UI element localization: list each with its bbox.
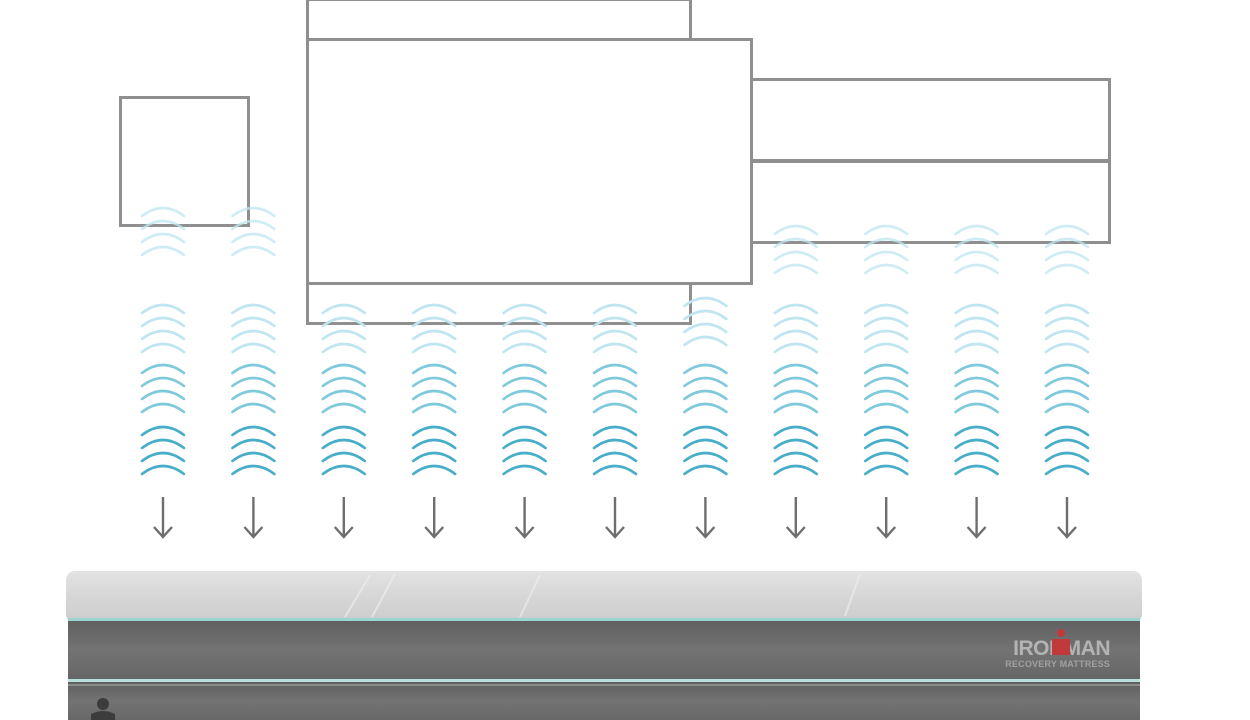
heat-wave-icon xyxy=(954,363,999,414)
arrow-down-icon xyxy=(605,497,625,539)
heat-wave-icon xyxy=(231,303,276,354)
arrow-down-icon xyxy=(966,497,987,539)
mattress-band-lower xyxy=(68,682,1140,720)
heat-wave-icon xyxy=(683,363,728,414)
heat-wave-icon xyxy=(231,425,276,476)
mattress-logo: IRONMAN RECOVERY MATTRESS xyxy=(1005,629,1111,669)
heat-wave-icon xyxy=(863,363,909,414)
heat-wave-icon xyxy=(502,363,547,414)
heat-wave-icon xyxy=(592,425,638,476)
arrow-down-icon xyxy=(153,497,173,539)
outline-box-small-left xyxy=(119,96,250,227)
heat-wave-icon xyxy=(411,425,457,476)
heat-wave-icon xyxy=(592,303,638,354)
mattress-logo-subtitle: RECOVERY MATTRESS xyxy=(1005,659,1110,669)
mattress-top-texture xyxy=(344,573,861,618)
mattress-top-layer xyxy=(66,571,1142,623)
heat-wave-icon xyxy=(773,425,819,476)
mattress-divider xyxy=(68,684,1140,686)
heat-wave-icon xyxy=(683,425,728,476)
heat-wave-icon xyxy=(954,224,999,275)
heat-wave-icon xyxy=(231,363,276,414)
heat-wave-icon xyxy=(1044,363,1090,414)
heat-wave-icon xyxy=(1044,303,1090,354)
arrow-down-icon xyxy=(876,497,897,539)
heat-wave-icon xyxy=(321,363,367,414)
heat-wave-icon xyxy=(411,363,457,414)
heat-wave-icon xyxy=(1044,425,1090,476)
mattress-stripe-middle xyxy=(68,679,1140,682)
heat-wave-icon xyxy=(863,224,909,275)
arrow-down-icon xyxy=(243,497,264,539)
heat-wave-icon xyxy=(863,303,909,354)
heat-wave-icon xyxy=(1044,224,1090,275)
arrow-down-icon xyxy=(514,497,535,539)
mattress-logo-mark xyxy=(1052,629,1070,655)
arrow-down-icon xyxy=(695,497,716,539)
arrow-down-icon xyxy=(1057,497,1077,539)
arrows xyxy=(153,497,1077,539)
person-icon xyxy=(91,698,115,720)
heat-wave-icon xyxy=(773,363,819,414)
heat-wave-icon xyxy=(140,303,186,354)
heat-wave-icon xyxy=(954,303,999,354)
mattress: IRONMAN RECOVERY MATTRESS xyxy=(66,571,1142,720)
outline-box-right-lower xyxy=(750,159,1111,244)
arrow-down-icon xyxy=(424,497,445,539)
heat-wave-icon xyxy=(683,296,728,347)
heat-wave-icon xyxy=(954,425,999,476)
heat-wave-icon xyxy=(140,425,186,476)
heat-wave-icon xyxy=(231,206,276,257)
heat-wave-icon xyxy=(773,224,819,275)
mattress-band-upper xyxy=(68,619,1140,680)
mattress-stripe-upper xyxy=(68,618,1140,621)
heat-wave-icon xyxy=(502,425,547,476)
arrow-down-icon xyxy=(333,497,354,539)
heat-wave-icon xyxy=(502,303,547,354)
heat-wave-icon xyxy=(321,425,367,476)
heat-wave-icon xyxy=(140,206,186,257)
heat-wave-icon xyxy=(321,303,367,354)
arrow-down-icon xyxy=(785,497,806,539)
heat-wave-icon xyxy=(863,425,909,476)
heat-wave-icon xyxy=(411,303,457,354)
heat-wave-icon xyxy=(773,303,819,354)
heat-wave-icon xyxy=(592,363,638,414)
heat-waves xyxy=(140,206,1090,476)
heat-wave-icon xyxy=(140,363,186,414)
